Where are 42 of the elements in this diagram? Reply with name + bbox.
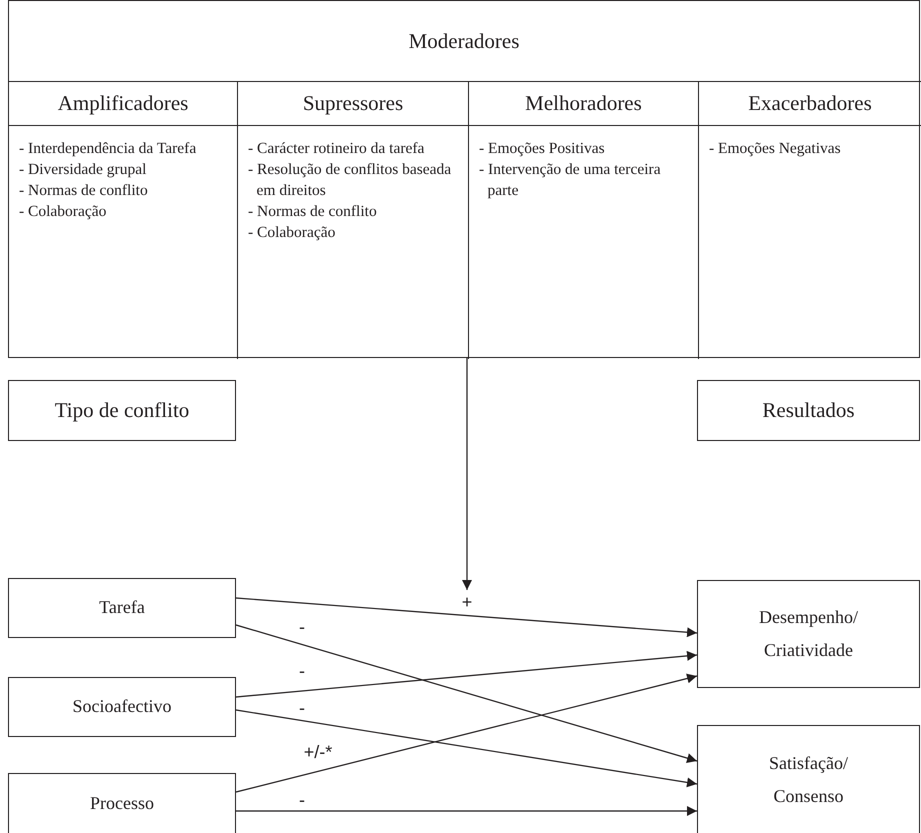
- process-box: [697, 580, 920, 688]
- list-item: - Normas de conflito: [248, 202, 378, 222]
- process-box: [8, 677, 236, 737]
- table-column: [237, 81, 468, 359]
- box-label: Resultados: [762, 398, 855, 424]
- box-label: Processo: [90, 792, 154, 816]
- box-label: Desempenho/ Criatividade: [758, 606, 859, 662]
- list-item: - Intervenção de uma terceira parte: [479, 160, 662, 201]
- arrow: [236, 674, 698, 793]
- process-box: [697, 725, 920, 833]
- arrow: [236, 806, 697, 816]
- list-item: - Resolução de conflitos baseada em direitos: [248, 160, 452, 201]
- column-heading: Supressores: [302, 91, 404, 116]
- arrow: [236, 650, 698, 698]
- list-item: - Normas de conflito: [19, 181, 149, 201]
- box-label: Satisfação/ Consenso: [768, 752, 849, 808]
- box-label: Tarefa: [99, 596, 145, 620]
- moderators-table: [8, 0, 920, 358]
- list-item: - Carácter rotineiro da tarefa: [248, 139, 426, 159]
- list-item: - Colaboração: [248, 223, 336, 243]
- list-item: - Interdependência da Tarefa: [19, 139, 198, 159]
- arrow: [236, 597, 698, 638]
- edge-label: +/-*: [302, 743, 334, 761]
- process-box: [8, 773, 236, 833]
- arrow: [236, 624, 698, 763]
- heading-box: [697, 380, 920, 441]
- table-column: [468, 81, 698, 359]
- process-box: [8, 578, 236, 638]
- list-item: - Diversidade grupal: [19, 160, 148, 180]
- box-label: Socioafectivo: [72, 695, 172, 718]
- column-heading: Melhoradores: [525, 91, 642, 116]
- column-heading: Exacerbadores: [748, 91, 872, 116]
- table-title: Moderadores: [408, 28, 520, 54]
- list-item: - Emoções Negativas: [709, 139, 842, 159]
- list-item: - Emoções Positivas: [479, 139, 606, 159]
- table-column: [698, 81, 921, 359]
- arrow: [236, 709, 698, 788]
- list-item: - Colaboração: [19, 202, 108, 222]
- heading-box: [8, 380, 236, 441]
- column-heading: Amplificadores: [58, 91, 188, 116]
- arrow: [462, 358, 472, 590]
- box-label: Tipo de conflito: [54, 398, 190, 424]
